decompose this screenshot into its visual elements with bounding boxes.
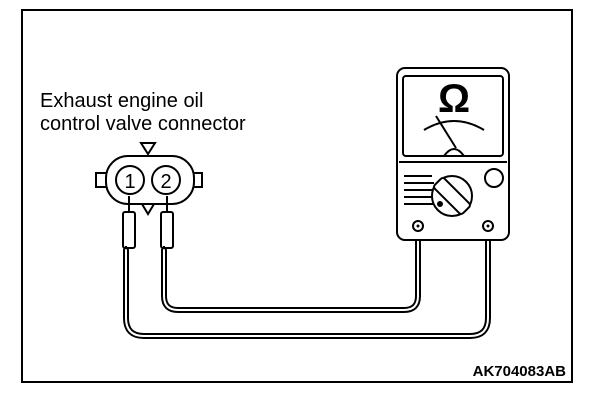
pin-2-label: 2 <box>160 171 171 193</box>
connector-lock-triangle <box>139 142 157 156</box>
connector <box>95 142 203 216</box>
connector-pin-2 <box>151 165 181 195</box>
probes <box>122 196 174 255</box>
connector-label-line1: Exhaust engine oil <box>40 90 203 112</box>
pin-1-label: 1 <box>124 171 135 193</box>
range-selector-knob <box>431 175 473 217</box>
ohmmeter <box>396 67 510 241</box>
test-leads <box>123 227 491 339</box>
ohm-symbol: Ω <box>438 77 470 121</box>
connector-label-line2: control valve connector <box>40 113 246 135</box>
range-scale <box>404 175 436 205</box>
figure-code: AK704083AB <box>473 363 567 380</box>
meter-scale-arc <box>423 120 485 131</box>
connector-pin-1 <box>115 165 145 195</box>
zero-adjust-knob <box>484 168 504 188</box>
probe-2 <box>160 211 174 249</box>
connector-key-notch <box>140 203 156 216</box>
meter-needle <box>435 115 457 149</box>
probe-1 <box>122 211 136 249</box>
